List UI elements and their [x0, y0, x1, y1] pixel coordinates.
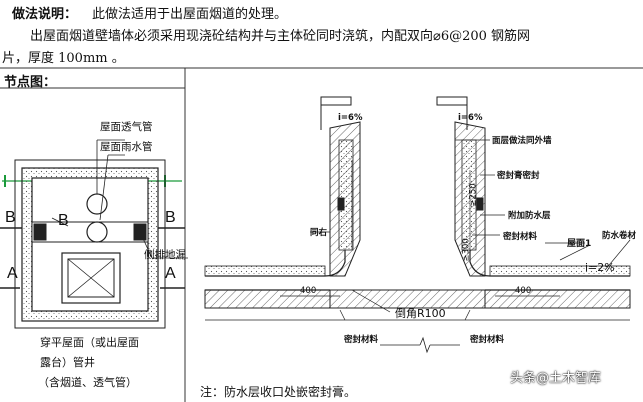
label-waterproof-coil: 防水卷材: [602, 231, 637, 241]
label-extra-layer: 附加防水层: [508, 211, 551, 221]
section-drawing: [204, 96, 631, 354]
note-text: 注：防水层收口处嵌密封膏。: [200, 385, 357, 399]
label-vent-pipe: 屋面透气管: [100, 121, 153, 133]
node-diagram-title: 节点图：: [4, 75, 57, 90]
section-b-right: B: [165, 209, 176, 226]
label-sealant: 密封膏密封: [497, 171, 540, 181]
label-slope-roof: i=2%: [585, 261, 615, 274]
watermark: 头条@土木智库: [510, 371, 602, 386]
section-a-right: A: [165, 265, 176, 282]
caption-line-2: 露台）管井: [40, 356, 95, 369]
label-same-right: 同右: [310, 228, 328, 238]
section-b-inner: B: [58, 212, 69, 229]
dim-400-right: 400: [515, 286, 532, 296]
caption-line-1: 穿平屋面（或出屋面: [40, 336, 139, 349]
label-slope-left: i=6%: [338, 113, 363, 123]
label-fillet: 倒角R100: [395, 307, 446, 320]
description-line-3: 片，厚度 100mm 。: [2, 51, 125, 66]
section-a-left: A: [7, 265, 18, 282]
label-seal-bottom-left: 密封材料: [344, 335, 379, 345]
label-outer-wall: 面层做法同外墙: [492, 136, 552, 146]
description-title: 做法说明：: [12, 7, 78, 22]
description-line-1: 此做法适用于出屋面烟道的处理。: [92, 7, 288, 22]
label-slope-right: i=6%: [458, 113, 483, 123]
caption-line-3: （含烟道、透气管）: [38, 376, 137, 389]
dim-300: ≥300: [461, 238, 472, 262]
panel-frame: [0, 67, 643, 402]
label-seal-mat: 密封材料: [503, 232, 538, 242]
section-b-left: B: [5, 209, 16, 226]
dim-250: ≥250: [468, 183, 479, 207]
label-roof: 屋面1: [567, 239, 592, 249]
shaft-plan: [0, 139, 188, 329]
label-seal-bottom-right: 密封材料: [470, 335, 505, 345]
description-line-2: 出屋面烟道壁墙体必须采用现浇砼结构并与主体砼同时浇筑，内配双向⌀6@200 钢筋…: [30, 29, 531, 44]
label-rain-pipe: 屋面雨水管: [100, 141, 153, 153]
label-side-drain: 侧排地漏: [144, 249, 186, 261]
dim-400-left: 400: [300, 286, 317, 296]
